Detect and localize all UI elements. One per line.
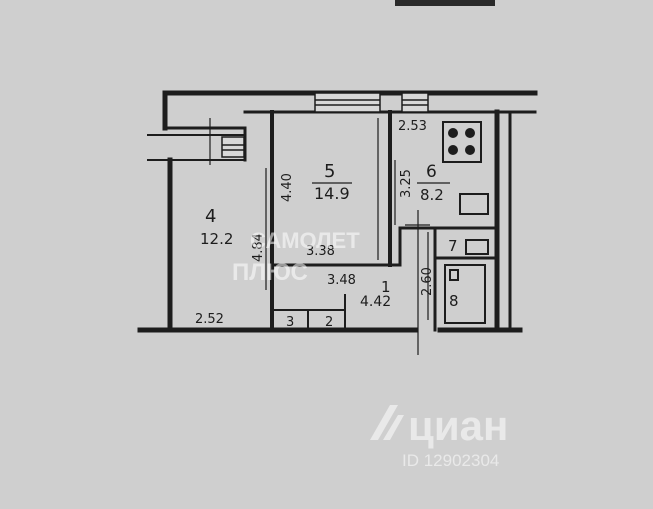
room-3-number: 3 xyxy=(286,315,294,330)
fixtures xyxy=(442,121,489,324)
dim-2-52: 2.52 xyxy=(195,312,224,327)
dim-2-60: 2.60 xyxy=(420,267,435,296)
dim-3-25: 3.25 xyxy=(399,169,414,198)
dim-3-38: 3.38 xyxy=(306,244,335,259)
sink-icon xyxy=(459,193,489,215)
watermarks: САМОЛЕТ ПЛЮС циан ID 12902304 xyxy=(232,228,508,470)
dim-4-40: 4.40 xyxy=(280,173,295,202)
watermark-cian: циан xyxy=(408,402,508,449)
watermark-samolet: САМОЛЕТ xyxy=(250,228,360,253)
washbasin-icon xyxy=(465,239,489,255)
cian-logo-icon xyxy=(370,405,404,440)
room-6-number: 6 xyxy=(426,162,437,182)
dim-4-84: 4.84 xyxy=(251,233,266,262)
windows xyxy=(221,92,429,158)
room-labels: 4 12.2 5 14.9 6 8.2 1 4.42 7 8 3 2 xyxy=(200,161,459,330)
stove-icon xyxy=(442,121,482,163)
room-6-area: 8.2 xyxy=(420,186,444,204)
dimension-labels: 2.53 3.25 4.40 4.84 3.38 3.48 2.60 2.52 xyxy=(195,119,435,327)
watermark-cian-id: ID 12902304 xyxy=(402,451,499,470)
room-5-number: 5 xyxy=(324,161,335,182)
bathtub-icon xyxy=(444,264,486,324)
dimension-lines xyxy=(209,118,430,355)
room-1-number: 1 xyxy=(381,278,391,296)
watermark-plus: ПЛЮС xyxy=(232,259,308,286)
room-8-number: 8 xyxy=(449,292,459,310)
room-5-area: 14.9 xyxy=(314,184,350,203)
walls xyxy=(137,90,538,333)
room-1-area: 4.42 xyxy=(360,294,391,310)
dim-3-48: 3.48 xyxy=(327,273,356,288)
room-2-number: 2 xyxy=(325,315,333,330)
room-4-number: 4 xyxy=(205,206,216,227)
cropped-header-fragment xyxy=(395,0,495,6)
room-7-number: 7 xyxy=(448,237,458,255)
dim-2-53: 2.53 xyxy=(398,119,427,134)
room-4-area: 12.2 xyxy=(200,230,233,248)
